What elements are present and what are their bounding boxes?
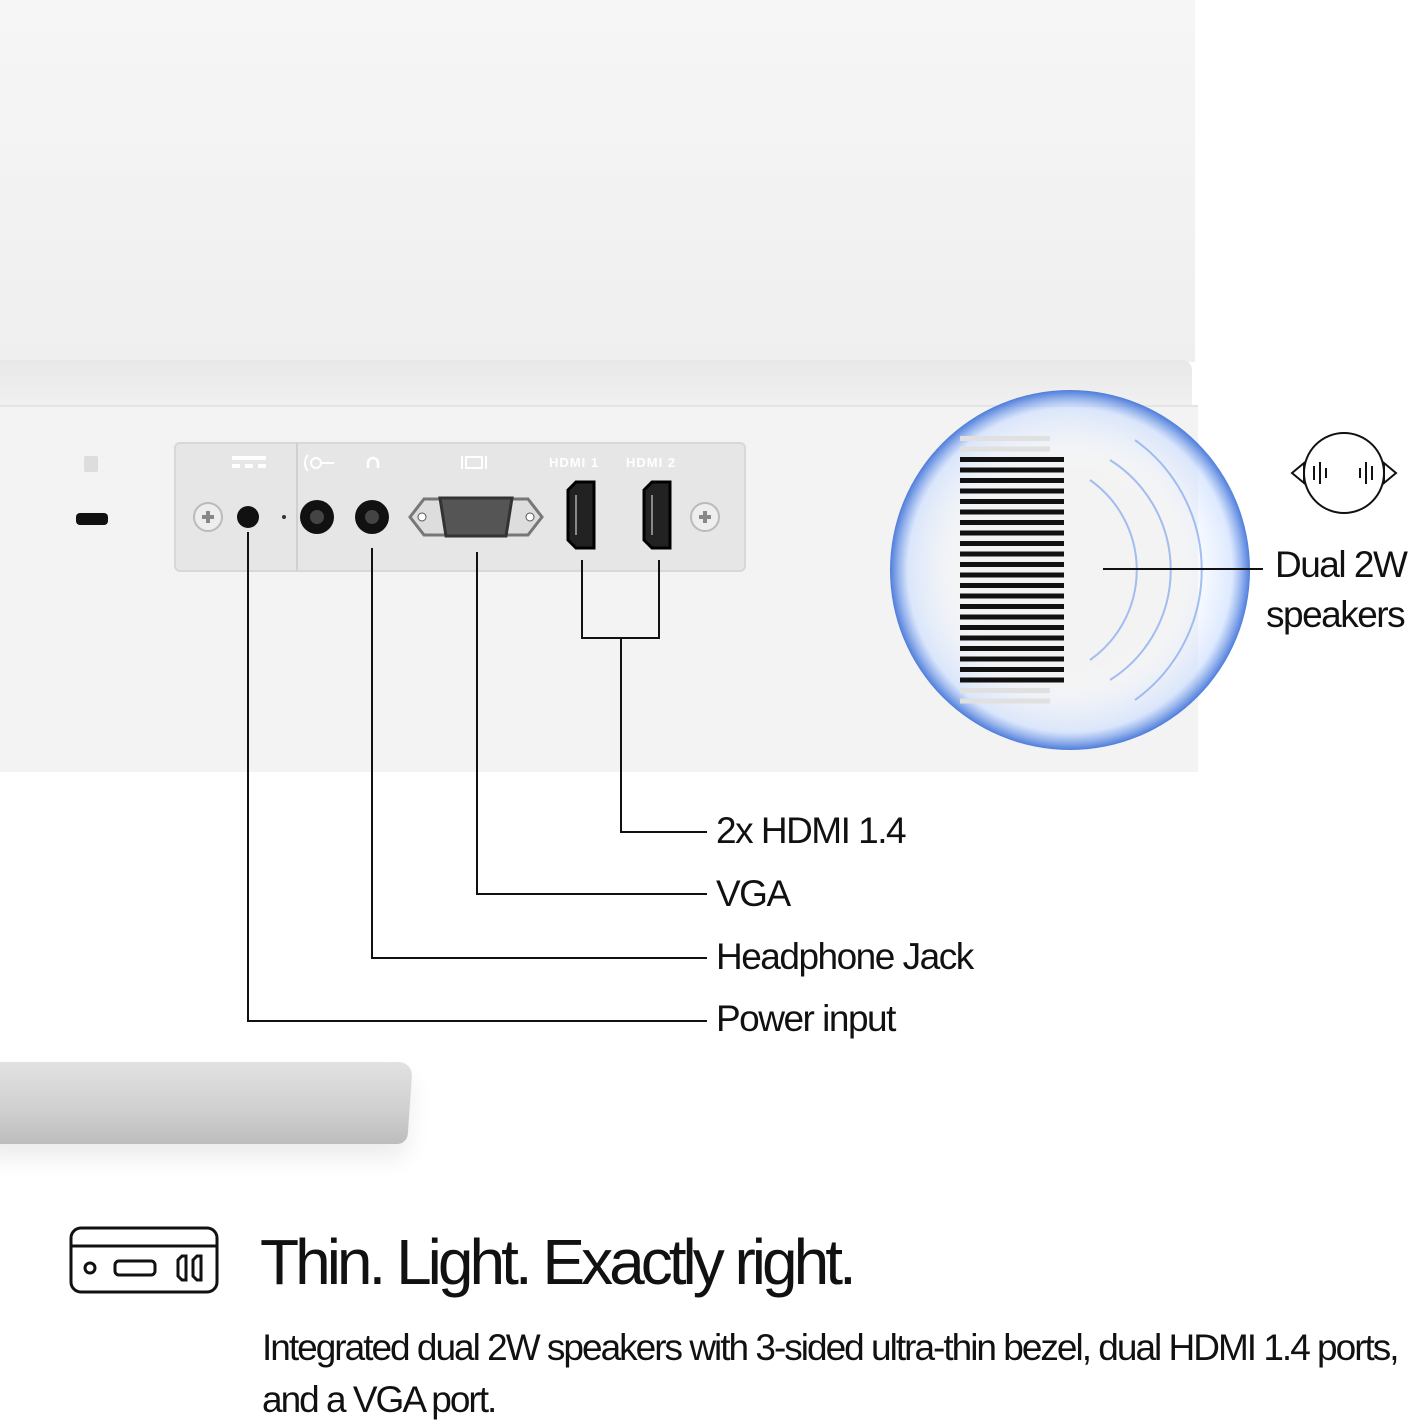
speaker-slot	[960, 562, 1064, 567]
dc-power-icon	[232, 456, 266, 468]
power-jack	[237, 506, 259, 528]
speaker-slot	[960, 583, 1064, 588]
speaker-slot	[960, 467, 1064, 473]
headline: Thin. Light. Exactly right.	[260, 1226, 857, 1298]
callout-hdmi: 2x HDMI 1.4	[716, 810, 907, 851]
screw-icon	[193, 502, 223, 532]
speaker-slots	[960, 436, 1064, 704]
speaker-slot	[960, 646, 1064, 651]
speaker-slot	[960, 604, 1064, 609]
screw-icon	[690, 502, 720, 532]
monitor-ports-icon	[69, 1226, 219, 1294]
vga-icon	[461, 456, 487, 469]
callout-headphone: Headphone Jack	[716, 936, 974, 977]
speaker-slot	[960, 635, 1064, 641]
hdmi1-port-label: HDMI 1	[549, 455, 600, 470]
monitor-back-panel	[0, 0, 1195, 362]
speaker-slot	[960, 488, 1064, 494]
speaker-slot	[960, 499, 1064, 504]
speaker-slot	[960, 478, 1064, 483]
speaker-slot	[960, 541, 1064, 546]
hdmi1-port	[566, 480, 596, 550]
lock-icon	[84, 456, 98, 472]
headphone-icon	[366, 456, 380, 468]
callout-speakers-line2: speakers	[1266, 594, 1406, 635]
callout-speakers-line1: Dual 2W	[1275, 544, 1408, 585]
callout-vga: VGA	[716, 873, 791, 914]
speaker-slot	[960, 520, 1064, 525]
speaker-slot	[960, 593, 1064, 599]
speaker-slot	[960, 688, 1050, 693]
speaker-slot	[960, 457, 1064, 462]
lock-slot	[76, 513, 108, 525]
speaker-slot	[960, 667, 1064, 672]
speaker-slot	[960, 698, 1050, 704]
speaker-slot	[960, 656, 1064, 662]
speaker-slot	[960, 625, 1064, 630]
speaker-slot	[960, 677, 1064, 683]
speaker-icon	[1290, 432, 1398, 514]
speaker-slot	[960, 614, 1064, 620]
speaker-slot	[960, 530, 1064, 536]
description: Integrated dual 2W speakers with 3-sided…	[262, 1327, 1400, 1420]
vga-port	[408, 496, 544, 538]
hdmi2-port	[642, 480, 672, 550]
callout-power: Power input	[716, 998, 896, 1039]
speaker-slot	[960, 436, 1050, 441]
speaker-slot	[960, 509, 1064, 515]
speaker-slot	[960, 572, 1064, 578]
audio-in-icon	[304, 454, 334, 472]
hdmi2-port-label: HDMI 2	[626, 455, 677, 470]
speaker-slot	[960, 551, 1064, 557]
callout-lines	[247, 532, 1263, 1022]
monitor-ledge	[0, 360, 1192, 408]
speaker-slot	[960, 446, 1050, 452]
